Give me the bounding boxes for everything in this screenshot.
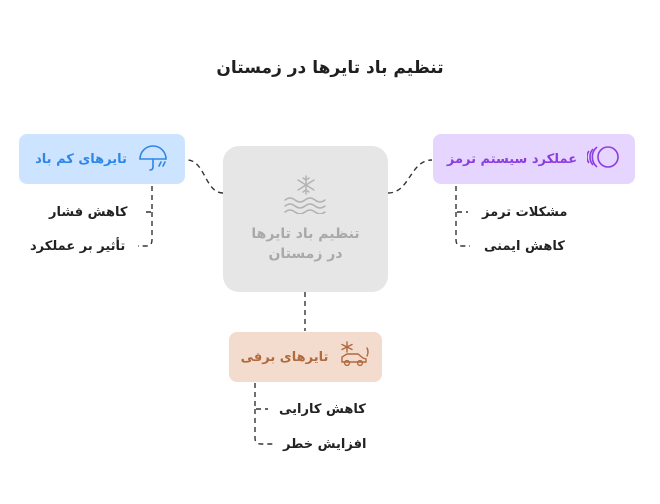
bottom-leaf-1: کاهش کارایی bbox=[279, 402, 366, 417]
center-topic: تنظیم باد تایرها در زمستان bbox=[223, 146, 388, 292]
diagram-title: تنظیم باد تایرها در زمستان bbox=[216, 58, 444, 78]
connector-left-leaf-1 bbox=[142, 186, 153, 213]
bottom-leaf-2: افزایش خطر bbox=[283, 437, 367, 452]
left-leaf-2: تأثیر بر عملکرد bbox=[30, 239, 126, 254]
branch-underinflated-tires: تایرهای کم باد bbox=[19, 134, 185, 184]
branch-brake-system: عملکرد سیستم ترمز bbox=[433, 134, 635, 184]
connector-right-leaf-1 bbox=[455, 186, 468, 213]
right-leaf-1: مشکلات ترمز bbox=[482, 205, 568, 220]
connector-bottom-leaf-1 bbox=[254, 383, 268, 410]
snow-car-icon bbox=[338, 340, 370, 374]
right-leaf-2: کاهش ایمنی bbox=[484, 239, 565, 254]
branch-right-label: عملکرد سیستم ترمز bbox=[446, 151, 578, 167]
connector-left-leaf-2 bbox=[138, 212, 153, 247]
branch-snow-tires: تایرهای برفی bbox=[229, 332, 382, 382]
branch-left-label: تایرهای کم باد bbox=[35, 151, 127, 167]
tire-pressure-icon bbox=[137, 141, 169, 177]
center-topic-label: تنظیم باد تایرها در زمستان bbox=[251, 226, 360, 262]
snowflake-waves-icon bbox=[281, 174, 331, 218]
left-leaf-1: کاهش فشار bbox=[49, 205, 128, 220]
connector-center-right bbox=[387, 159, 433, 194]
brake-disc-icon bbox=[586, 143, 621, 175]
connector-center-left bbox=[186, 159, 224, 194]
connector-bottom-leaf-2 bbox=[254, 409, 275, 445]
branch-bottom-label: تایرهای برفی bbox=[240, 349, 329, 365]
connector-right-leaf-2 bbox=[455, 212, 470, 247]
